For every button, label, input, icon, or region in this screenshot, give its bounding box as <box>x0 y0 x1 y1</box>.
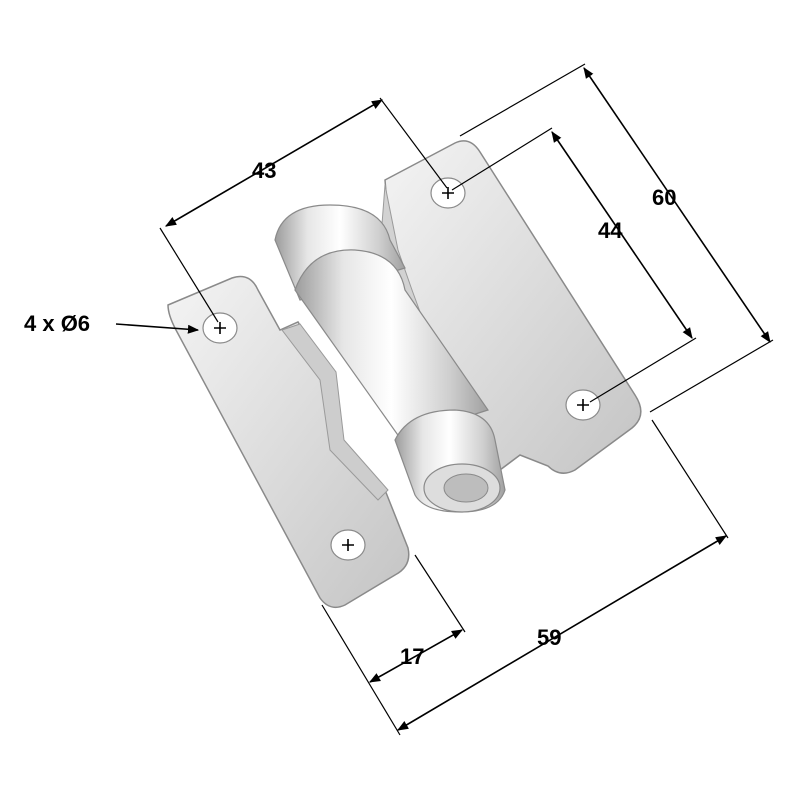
mounting-hole-top-right <box>430 177 466 209</box>
dimension-60-label: 60 <box>652 185 676 210</box>
hinge-barrel <box>274 204 506 513</box>
dimension-44-label: 44 <box>598 218 623 243</box>
dimension-44: 44 <box>451 127 697 403</box>
mounting-holes <box>202 177 601 561</box>
mounting-hole-bottom-right <box>565 389 601 421</box>
dimension-17: 17 <box>369 554 466 683</box>
hole-callout-label: 4 x Ø6 <box>24 311 90 336</box>
mounting-hole-top-left <box>202 312 238 344</box>
mounting-hole-bottom-left <box>330 529 366 561</box>
dimension-17-label: 17 <box>400 644 424 669</box>
hinge-part <box>167 140 642 609</box>
dimension-59-label: 59 <box>537 625 561 650</box>
hole-callout: 4 x Ø6 <box>24 311 200 336</box>
barrel-middle-knuckle <box>294 249 489 439</box>
dimension-43: 43 <box>159 97 448 323</box>
dimension-43-label: 43 <box>252 158 276 183</box>
dimension-59: 59 <box>321 419 729 736</box>
left-leaf-bend <box>281 323 389 501</box>
barrel-pin-end <box>443 473 489 503</box>
